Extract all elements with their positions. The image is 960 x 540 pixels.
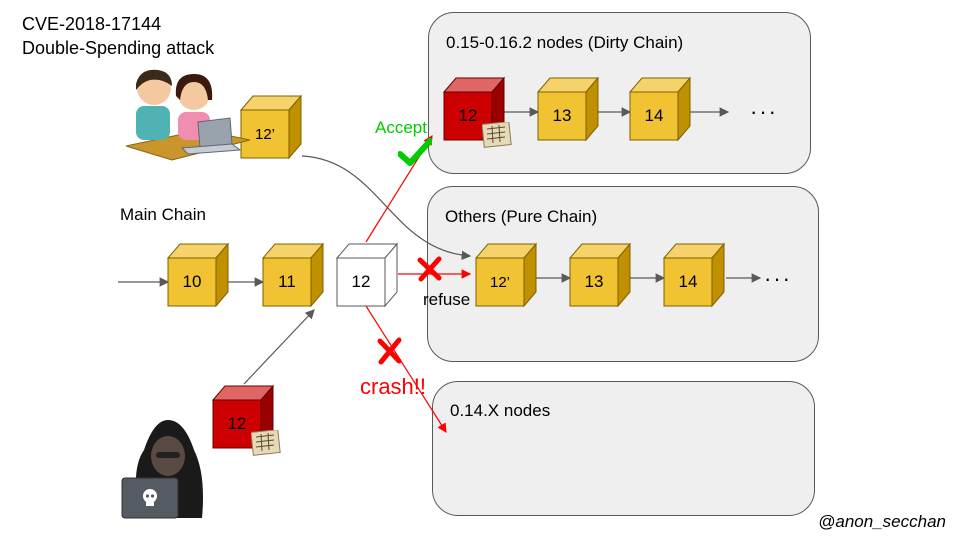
refuse-label: refuse (423, 290, 471, 309)
dirty-block-14: 14 (628, 76, 692, 142)
accept-label: Accept (375, 118, 427, 137)
old-nodes-panel-title: 0.14.X nodes (450, 401, 551, 420)
old-nodes-panel: 0.14.X nodes (432, 381, 815, 516)
dirty-block-13: 13 (536, 76, 600, 142)
crash-label: crash!! (360, 374, 427, 399)
attacker-block-label: 12 (227, 414, 247, 433)
pure-chain-ellipsis: ··· (764, 266, 792, 291)
main-block-11: 11 (261, 242, 325, 308)
attacker-arrow (243, 309, 315, 385)
main-block-11-label: 11 (278, 272, 296, 291)
users-at-laptop-illustration (122, 66, 252, 167)
dirty-block-12-label: 12 (458, 106, 478, 125)
pure-block-12-prime-label: 12’ (489, 274, 511, 291)
pure-block-14-label: 14 (678, 272, 698, 291)
attacker-illustration (120, 410, 210, 527)
dirty-bad-transaction-icon (481, 121, 512, 153)
pure-chain-panel-title: Others (Pure Chain) (445, 207, 598, 226)
diagram-title: CVE-2018-17144 Double-Spending attack (22, 12, 214, 60)
dirty-block-13-label: 13 (552, 106, 572, 125)
main-block-10: 10 (166, 242, 230, 308)
crash-cross-icon (377, 337, 403, 370)
pure-block-12-prime: 12’ (474, 242, 538, 308)
dirty-chain-ellipsis: ··· (750, 99, 778, 124)
pure-block-14: 14 (662, 242, 726, 308)
dirty-chain-panel-title: 0.15-0.16.2 nodes (Dirty Chain) (446, 33, 684, 52)
user-block-12-prime: 12’ (239, 94, 303, 160)
cve-id: CVE-2018-17144 (22, 14, 162, 34)
bad-transaction-icon (250, 429, 281, 461)
main-block-12-label: 12 (351, 272, 371, 291)
refuse-cross-icon (417, 256, 443, 287)
main-block-12: 12 (335, 242, 399, 308)
main-block-10-label: 10 (182, 272, 202, 291)
pure-block-13-label: 13 (584, 272, 604, 291)
dirty-block-14-label: 14 (644, 106, 664, 125)
attack-name: Double-Spending attack (22, 38, 215, 58)
user-block-label: 12’ (254, 126, 276, 143)
pure-block-13: 13 (568, 242, 632, 308)
check-mark-icon (397, 138, 433, 171)
author-credit: @anon_secchan (818, 512, 946, 531)
main-chain-label: Main Chain (120, 205, 206, 224)
